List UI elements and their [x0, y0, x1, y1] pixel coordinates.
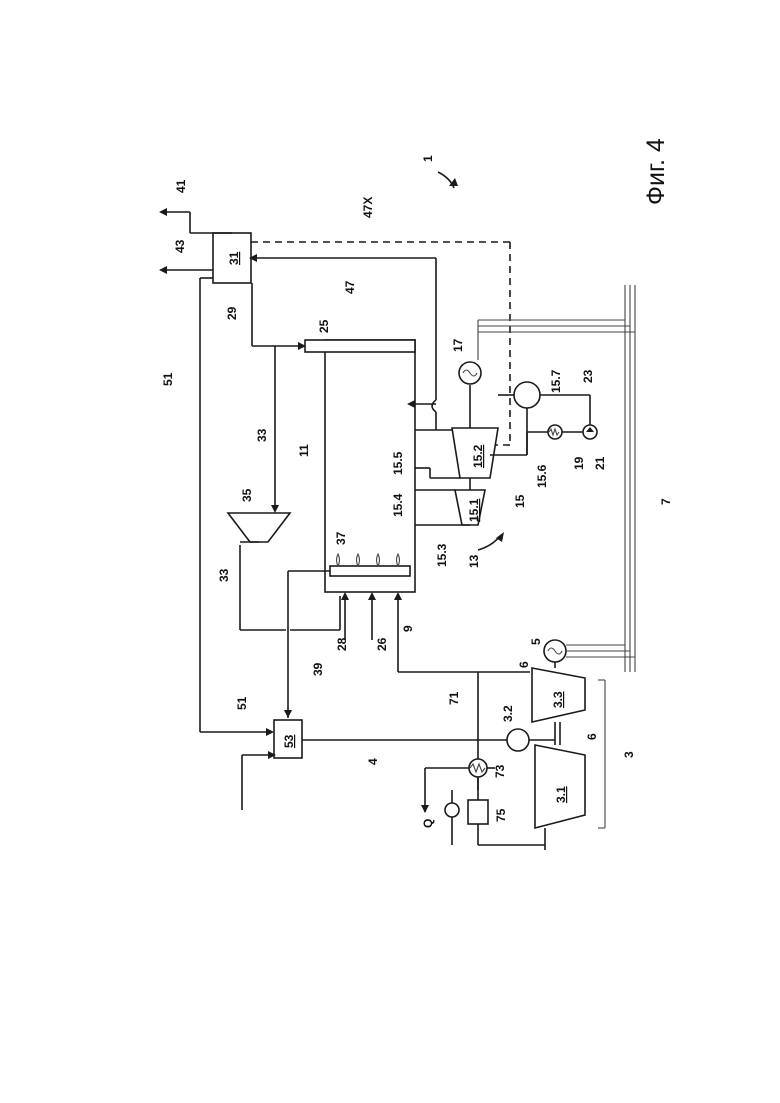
burner-37: [330, 566, 410, 576]
heater-19: [548, 425, 562, 439]
label-53: 53: [282, 734, 296, 748]
label-15-2: 15.2: [471, 444, 485, 468]
label-35: 35: [240, 488, 254, 502]
label-15-7: 15.7: [549, 369, 563, 393]
label-25: 25: [317, 319, 331, 333]
label-41: 41: [174, 179, 188, 193]
label-43: 43: [173, 239, 187, 253]
label-73: 73: [493, 764, 507, 778]
label-q: Q: [421, 819, 435, 828]
label-33b: 33: [217, 568, 231, 582]
label-15-3: 15.3: [435, 543, 449, 567]
label-19: 19: [572, 456, 586, 470]
label-3-1: 3.1: [554, 786, 568, 803]
label-26: 26: [375, 637, 389, 651]
label-11: 11: [297, 444, 311, 457]
label-75: 75: [494, 808, 508, 822]
power-lines-7: [478, 285, 635, 672]
label-51b: 51: [235, 696, 249, 710]
label-15-6: 15.6: [535, 464, 549, 488]
pump-73: [445, 803, 459, 817]
label-23: 23: [581, 369, 595, 383]
header-25: [305, 340, 415, 352]
label-15-4: 15.4: [391, 493, 405, 517]
label-3: 3: [622, 751, 636, 758]
label-5: 5: [529, 638, 543, 645]
label-6a: 6: [517, 661, 531, 668]
label-15: 15: [513, 494, 527, 508]
label-47x: 47X: [361, 197, 375, 218]
label-47: 47: [343, 280, 357, 294]
label-51a: 51: [161, 372, 175, 386]
label-3-3: 3.3: [551, 691, 565, 708]
box-75: [468, 800, 488, 824]
condenser-15-7: [514, 382, 540, 408]
combustor-3-2: [507, 729, 529, 751]
label-29: 29: [225, 306, 239, 320]
label-3-2: 3.2: [501, 705, 515, 722]
label-21: 21: [593, 456, 607, 470]
label-31: 31: [227, 251, 241, 265]
label-39: 39: [311, 662, 325, 676]
label-13: 13: [467, 554, 481, 568]
label-15-5: 15.5: [391, 451, 405, 475]
label-17: 17: [451, 338, 465, 352]
figure-caption: Фиг. 4: [642, 138, 670, 205]
label-7: 7: [659, 498, 673, 505]
compressor-35: [228, 513, 290, 542]
label-4: 4: [366, 758, 380, 765]
label-1: 1: [421, 155, 435, 162]
label-37: 37: [334, 531, 348, 545]
label-28: 28: [335, 637, 349, 651]
label-15-1: 15.1: [467, 498, 481, 522]
label-71: 71: [447, 691, 461, 705]
label-6b: 6: [585, 733, 599, 740]
label-33a: 33: [255, 428, 269, 442]
label-9: 9: [401, 625, 415, 632]
